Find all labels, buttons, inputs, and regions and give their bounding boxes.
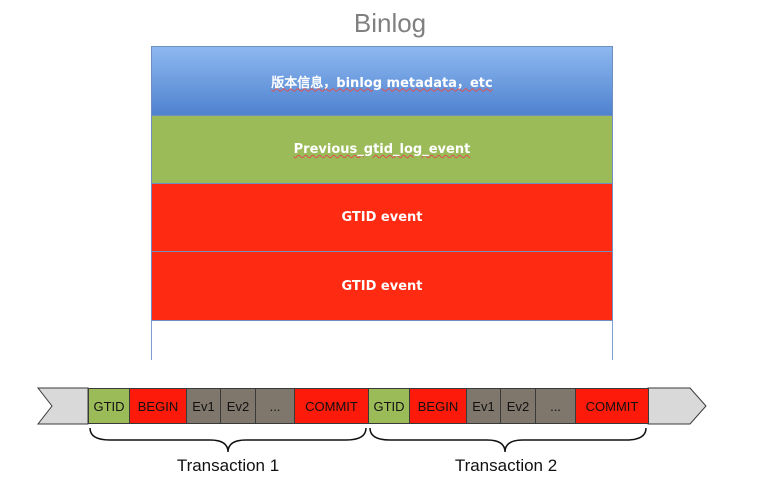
segment-label: BEGIN xyxy=(137,398,179,414)
binlog-block-header: 版本信息，binlog metadata，etc xyxy=(151,46,613,116)
segment-label: ... xyxy=(269,398,281,414)
segment-ellipsis: ... xyxy=(535,388,576,424)
segment-begin: BEGIN xyxy=(409,388,467,424)
segment-label: Ev1 xyxy=(192,398,215,414)
segment-commit: COMMIT xyxy=(575,388,649,424)
segment-event: Ev1 xyxy=(186,388,221,424)
segment-label: Ev1 xyxy=(472,398,495,414)
segment-label: GTID xyxy=(373,398,405,414)
segment-gtid: GTID xyxy=(368,388,410,424)
segment-gtid: GTID xyxy=(88,388,130,424)
segment-label: COMMIT xyxy=(305,398,358,414)
binlog-block-label: Previous_gtid_log_event xyxy=(293,142,471,157)
segment-label: COMMIT xyxy=(585,398,639,414)
segment-ellipsis: ... xyxy=(255,388,295,424)
binlog-block-gtid-event: GTID event xyxy=(151,183,613,252)
segment-event: Ev2 xyxy=(500,388,536,424)
segment-event: Ev1 xyxy=(466,388,501,424)
segment-label: GTID xyxy=(93,398,125,414)
segment-label: Ev2 xyxy=(226,398,250,414)
segment-begin: BEGIN xyxy=(129,388,187,424)
binlog-block-label: GTID event xyxy=(341,278,423,294)
segment-label: BEGIN xyxy=(417,398,459,414)
brace-transaction-2 xyxy=(369,427,647,453)
binlog-title: Binlog xyxy=(353,8,427,38)
binlog-block-gtid-event: GTID event xyxy=(151,251,613,321)
binlog-block-label: 版本信息，binlog metadata，etc xyxy=(271,75,493,91)
binlog-stack: 版本信息，binlog metadata，etc Previous_gtid_l… xyxy=(151,46,613,360)
brace-transaction-1 xyxy=(89,427,367,453)
transaction-2-label: Transaction 2 xyxy=(454,456,558,475)
segment-commit: COMMIT xyxy=(294,388,369,424)
segment-event: Ev2 xyxy=(220,388,256,424)
segment-label: Ev2 xyxy=(506,398,530,414)
strip-left-arrow-tail xyxy=(36,387,89,425)
segment-label: ... xyxy=(550,398,561,414)
transaction-1-label: Transaction 1 xyxy=(176,456,280,475)
strip-right-arrow-head xyxy=(647,387,707,425)
binlog-block-label: GTID event xyxy=(341,210,423,225)
